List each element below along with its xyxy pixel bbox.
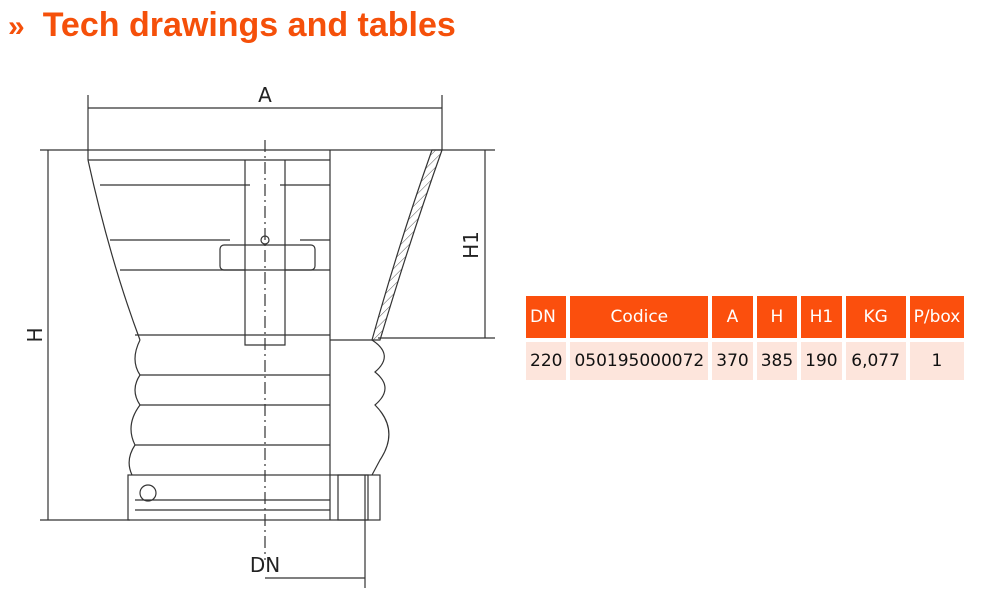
label-dn: DN xyxy=(250,553,280,577)
header-dn: DN xyxy=(526,296,567,338)
header-kg: KG xyxy=(845,296,906,338)
dimension-a: A xyxy=(87,83,443,160)
header-pbox: P/box xyxy=(909,296,965,338)
dimension-dn: DN xyxy=(250,475,366,588)
product-table: DN Codice A H H1 KG P/box 220 0501950000… xyxy=(522,296,968,380)
technical-drawing: A H H1 DN xyxy=(23,83,495,588)
dimension-h1: H1 xyxy=(378,149,495,339)
cell-kg: 6,077 xyxy=(845,338,906,380)
label-h1: H1 xyxy=(459,231,483,259)
header-a: A xyxy=(712,296,753,338)
cell-h1: 190 xyxy=(801,338,842,380)
dimension-h: H xyxy=(23,149,130,521)
table-header-row: DN Codice A H H1 KG P/box xyxy=(526,296,965,338)
cell-codice: 050195000072 xyxy=(570,338,709,380)
title-text: Tech drawings and tables xyxy=(42,6,456,44)
label-h: H xyxy=(23,327,47,342)
cell-h: 385 xyxy=(756,338,798,380)
header-h1: H1 xyxy=(801,296,842,338)
cell-pbox: 1 xyxy=(909,338,965,380)
double-chevron-right-icon: » xyxy=(8,10,25,43)
cell-a: 370 xyxy=(712,338,753,380)
label-a: A xyxy=(258,83,272,107)
cell-dn: 220 xyxy=(526,338,567,380)
pipe-fitting-body xyxy=(87,140,443,560)
table-row: 220 050195000072 370 385 190 6,077 1 xyxy=(526,338,965,380)
header-h: H xyxy=(756,296,798,338)
header-codice: Codice xyxy=(570,296,709,338)
page-title: » Tech drawings and tables xyxy=(8,6,456,45)
